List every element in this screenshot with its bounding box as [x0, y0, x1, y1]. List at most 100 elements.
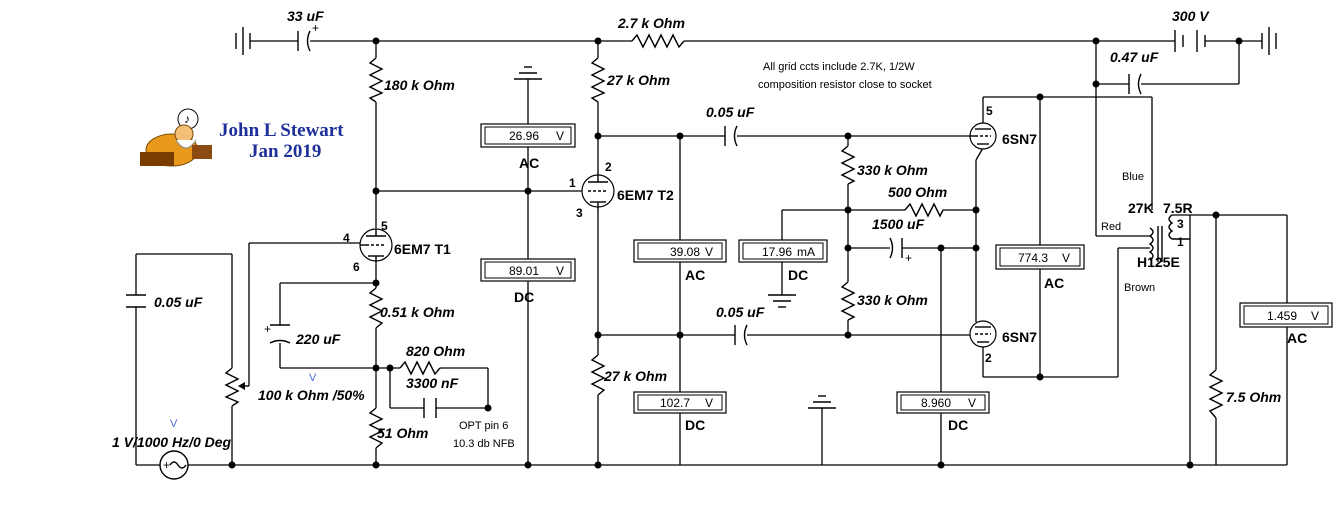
label-wire-red: Red — [1101, 221, 1121, 233]
meter-3-unit: V — [705, 245, 713, 259]
label-r-330k-bottom: 330 k Ohm — [857, 292, 928, 308]
pin-t2-cathode: 3 — [576, 206, 583, 220]
label-opt-2: 10.3 db NFB — [453, 438, 515, 450]
label-r-820: 820 Ohm — [406, 343, 465, 359]
svg-text:+: + — [312, 21, 319, 35]
meter-2-mode: DC — [514, 289, 534, 305]
resistor-820 — [399, 360, 441, 376]
label-c-supply: 0.47 uF — [1110, 49, 1159, 65]
svg-text:♪: ♪ — [184, 112, 190, 126]
potentiometer-100k — [224, 367, 249, 407]
resistor-27k-top — [590, 57, 606, 103]
meter-1-unit: V — [556, 129, 564, 143]
label-transformer-secondary: 7.5R — [1163, 200, 1193, 216]
author-date: Jan 2019 — [249, 141, 321, 162]
pin-6sn7-top: 5 — [986, 104, 993, 118]
ground-bottom — [808, 395, 836, 409]
label-r-330k-top: 330 k Ohm — [857, 162, 928, 178]
label-supply: 300 V — [1172, 8, 1210, 24]
label-c-couple-top: 0.05 uF — [706, 104, 755, 120]
meter-5-mode: DC — [685, 417, 705, 433]
meter-1: 26.96 V AC — [480, 123, 576, 171]
pin-t2-top: 2 — [605, 160, 612, 174]
tube-6sn7-top — [969, 122, 997, 150]
capacitor-33uf: + — [297, 21, 319, 52]
label-c-left: 0.05 uF — [154, 294, 203, 310]
ground-top-meter — [514, 66, 542, 80]
note-line-2: composition resistor close to socket — [758, 79, 932, 91]
meter-4: 17.96 mA DC — [738, 239, 828, 283]
pin-6sn7-bottom: 2 — [985, 351, 992, 365]
capacitor-047uf — [1128, 73, 1142, 95]
tube-6sn7-bottom — [969, 320, 997, 348]
capacitor-1500uf: + — [889, 237, 912, 265]
pot-marker: V — [309, 372, 317, 384]
resistor-27k-bottom — [590, 354, 606, 396]
meter-7-mode: AC — [1044, 275, 1064, 291]
meter-7-value: 774.3 — [1018, 251, 1048, 265]
label-c-couple-bottom: 0.05 uF — [716, 304, 765, 320]
meter-4-value: 17.96 — [762, 245, 792, 259]
pin-t1-top: 5 — [381, 219, 388, 233]
author-name: John L Stewart — [219, 120, 344, 141]
label-6sn7-bottom: 6SN7 — [1002, 329, 1037, 345]
label-r-top: 2.7 k Ohm — [617, 15, 685, 31]
meter-2: 89.01 V DC — [480, 258, 576, 305]
pin-transformer-1: 1 — [1177, 235, 1184, 249]
meter-5-value: 102.7 — [660, 396, 690, 410]
meter-2-unit: V — [556, 264, 564, 278]
label-source: 1 V/1000 Hz/0 Deg — [112, 434, 232, 450]
capacitor-3300nf — [423, 398, 437, 418]
meter-8: 1.459 V AC — [1239, 302, 1333, 346]
resistor-330k-top — [840, 145, 856, 185]
svg-text:+: + — [163, 458, 170, 472]
meter-8-unit: V — [1311, 309, 1319, 323]
label-transformer-primary: 27K — [1128, 200, 1154, 216]
bearded-man-reading-icon: ♪ — [140, 108, 212, 167]
label-r-27k-bottom: 27 k Ohm — [603, 368, 667, 384]
svg-text:+: + — [905, 251, 912, 265]
label-pot: 100 k Ohm /50% — [258, 387, 365, 403]
label-c-3300: 3300 nF — [406, 375, 459, 391]
meter-1-value: 26.96 — [509, 129, 539, 143]
label-tube-t1: 6EM7 T1 — [394, 241, 451, 257]
label-transformer: H125E — [1137, 254, 1180, 270]
meter-7-unit: V — [1062, 251, 1070, 265]
meter-4-unit: mA — [797, 245, 815, 259]
meter-8-mode: AC — [1287, 330, 1307, 346]
resistor-2k7 — [631, 33, 685, 49]
resistor-7r5-load — [1208, 369, 1224, 419]
label-tube-t2: 6EM7 T2 — [617, 187, 674, 203]
right-battery-ground — [1261, 27, 1277, 55]
meter-2-value: 89.01 — [509, 264, 539, 278]
ac-source: + — [159, 450, 189, 480]
label-r-500: 500 Ohm — [888, 184, 947, 200]
label-r-180k: 180 k Ohm — [384, 77, 455, 93]
label-opt-1: OPT pin 6 — [459, 420, 508, 432]
source-marker: V — [170, 418, 178, 430]
note-line-1: All grid ccts include 2.7K, 1/2W — [763, 61, 915, 73]
resistor-051k — [368, 287, 384, 329]
ground-ma-meter — [768, 294, 796, 308]
label-r-27k-top: 27 k Ohm — [606, 72, 670, 88]
capacitor-005uf-bottom — [734, 324, 748, 346]
supply-battery — [1174, 30, 1206, 52]
meter-3: 39.08 V AC — [633, 239, 727, 283]
pin-transformer-3: 3 — [1177, 217, 1184, 231]
resistor-180k — [368, 57, 384, 103]
meter-8-value: 1.459 — [1267, 309, 1297, 323]
resistor-51 — [368, 407, 384, 449]
resistor-500 — [904, 202, 944, 218]
label-wire-blue: Blue — [1122, 171, 1144, 183]
junction-dots — [228, 37, 1243, 469]
left-battery-ground — [235, 27, 251, 55]
pin-t1-grid: 4 — [343, 231, 350, 245]
label-c-in: 33 uF — [287, 8, 324, 24]
meter-6: 8.960 V DC — [896, 391, 990, 433]
meter-6-unit: V — [968, 396, 976, 410]
pin-t2-grid: 1 — [569, 176, 576, 190]
resistor-330k-bottom — [840, 281, 856, 321]
capacitor-005uf-left — [126, 294, 146, 308]
meter-1-mode: AC — [519, 155, 539, 171]
